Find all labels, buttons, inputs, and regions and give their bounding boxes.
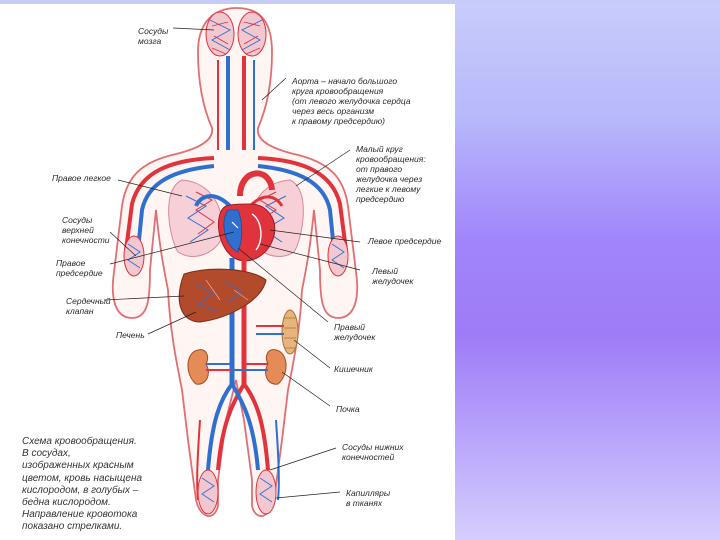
label-aorta: Аорта – начало большого круга кровообращ… <box>292 76 411 126</box>
label-left-atrium: Левое предсердие <box>368 236 441 246</box>
diagram-caption: Схема кровообращения. В сосудах, изображ… <box>22 436 182 534</box>
label-intestine: Кишечник <box>334 364 373 374</box>
tissue-capillaries <box>198 470 276 514</box>
label-liver: Печень <box>116 330 145 340</box>
label-brain-vessels: Сосуды мозга <box>138 26 168 46</box>
label-right-ventricle: Правый желудочек <box>334 322 375 342</box>
label-upper-limb-vessels: Сосуды верхней конечности <box>62 215 110 245</box>
label-right-atrium: Правое предсердие <box>56 258 103 278</box>
label-kidney: Почка <box>336 404 360 414</box>
label-left-ventricle: Левый желудочек <box>372 266 413 286</box>
gradient-panel <box>455 0 720 540</box>
label-lower-limb-vessels: Сосуды нижних конечностей <box>342 442 404 462</box>
label-right-lung: Правое легкое <box>52 173 111 183</box>
label-heart-valve: Сердечный клапан <box>66 296 111 316</box>
label-pulmonary-circle: Малый круг кровообращения: от правого же… <box>356 144 426 204</box>
label-tissue-capillaries: Капилляры в тканях <box>346 488 390 508</box>
